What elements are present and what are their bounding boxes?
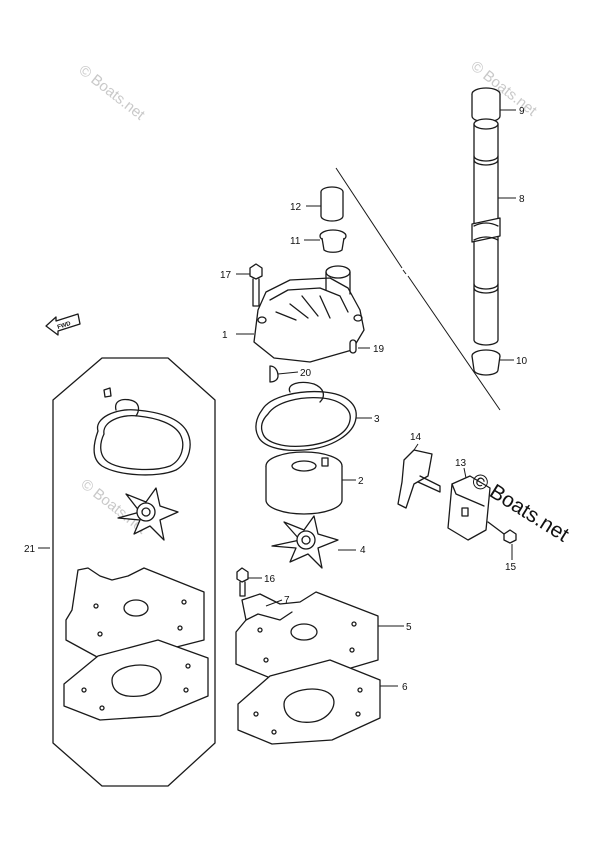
grommet-icon-9 <box>471 87 501 123</box>
callout-7: 7 <box>284 595 290 606</box>
callout-14: 14 <box>410 432 422 443</box>
callout-16: 16 <box>264 574 276 585</box>
callout-11: 11 <box>290 236 301 247</box>
bolt-icon-16 <box>236 567 249 597</box>
kit-seal-ring-icon <box>93 387 191 476</box>
callout-4: 4 <box>360 545 366 556</box>
pin-icon-19 <box>349 339 357 354</box>
callout-13: 13 <box>455 458 467 469</box>
sleeve-icon-12 <box>320 186 344 222</box>
callout-6: 6 <box>402 682 408 693</box>
screw-icon-15 <box>487 521 517 544</box>
watermark-top-left: © Boats.net <box>76 62 149 124</box>
kit-impeller-icon <box>117 487 179 541</box>
divider-gap-mark <box>402 269 407 275</box>
pump-liner-icon-2 <box>265 451 343 515</box>
callout-1: 1 <box>222 330 228 341</box>
callout-9: 9 <box>519 106 525 117</box>
callout-17: 17 <box>220 270 232 281</box>
callout-21: 21 <box>24 544 36 555</box>
grommet-icon-11 <box>319 229 347 253</box>
key-icon-20 <box>269 365 279 383</box>
callout-19: 19 <box>373 344 385 355</box>
kit-plate-gasket-icon <box>65 567 205 665</box>
callout-3: 3 <box>374 414 380 425</box>
gasket-icon-6 <box>237 659 381 745</box>
kit-lower-gasket-icon <box>63 639 209 721</box>
callout-10: 10 <box>516 356 528 367</box>
callout-15: 15 <box>505 562 517 573</box>
callout-2: 2 <box>358 476 364 487</box>
kit-box-21 <box>52 357 216 787</box>
bolt-icon-17 <box>249 263 263 307</box>
callout-8: 8 <box>519 194 525 205</box>
callout-5: 5 <box>406 622 412 633</box>
callout-20: 20 <box>300 368 312 379</box>
cover-icon-13 <box>447 475 491 541</box>
leader-lines <box>38 109 516 687</box>
water-tube-icon-8 <box>471 118 501 346</box>
bracket-icon-14 <box>397 449 441 509</box>
direction-label: FWD <box>57 321 72 331</box>
gasket-ring-icon-3 <box>255 381 357 452</box>
callout-labels: 1 2 3 4 5 6 7 8 9 10 11 12 13 14 15 16 1… <box>24 106 528 693</box>
grommet-icon-10 <box>471 349 501 376</box>
section-divider-line <box>335 167 501 411</box>
pump-case-icon <box>253 265 365 363</box>
impeller-icon-4 <box>271 515 339 569</box>
callout-12: 12 <box>290 202 302 213</box>
forward-arrow-icon: FWD <box>45 313 81 336</box>
